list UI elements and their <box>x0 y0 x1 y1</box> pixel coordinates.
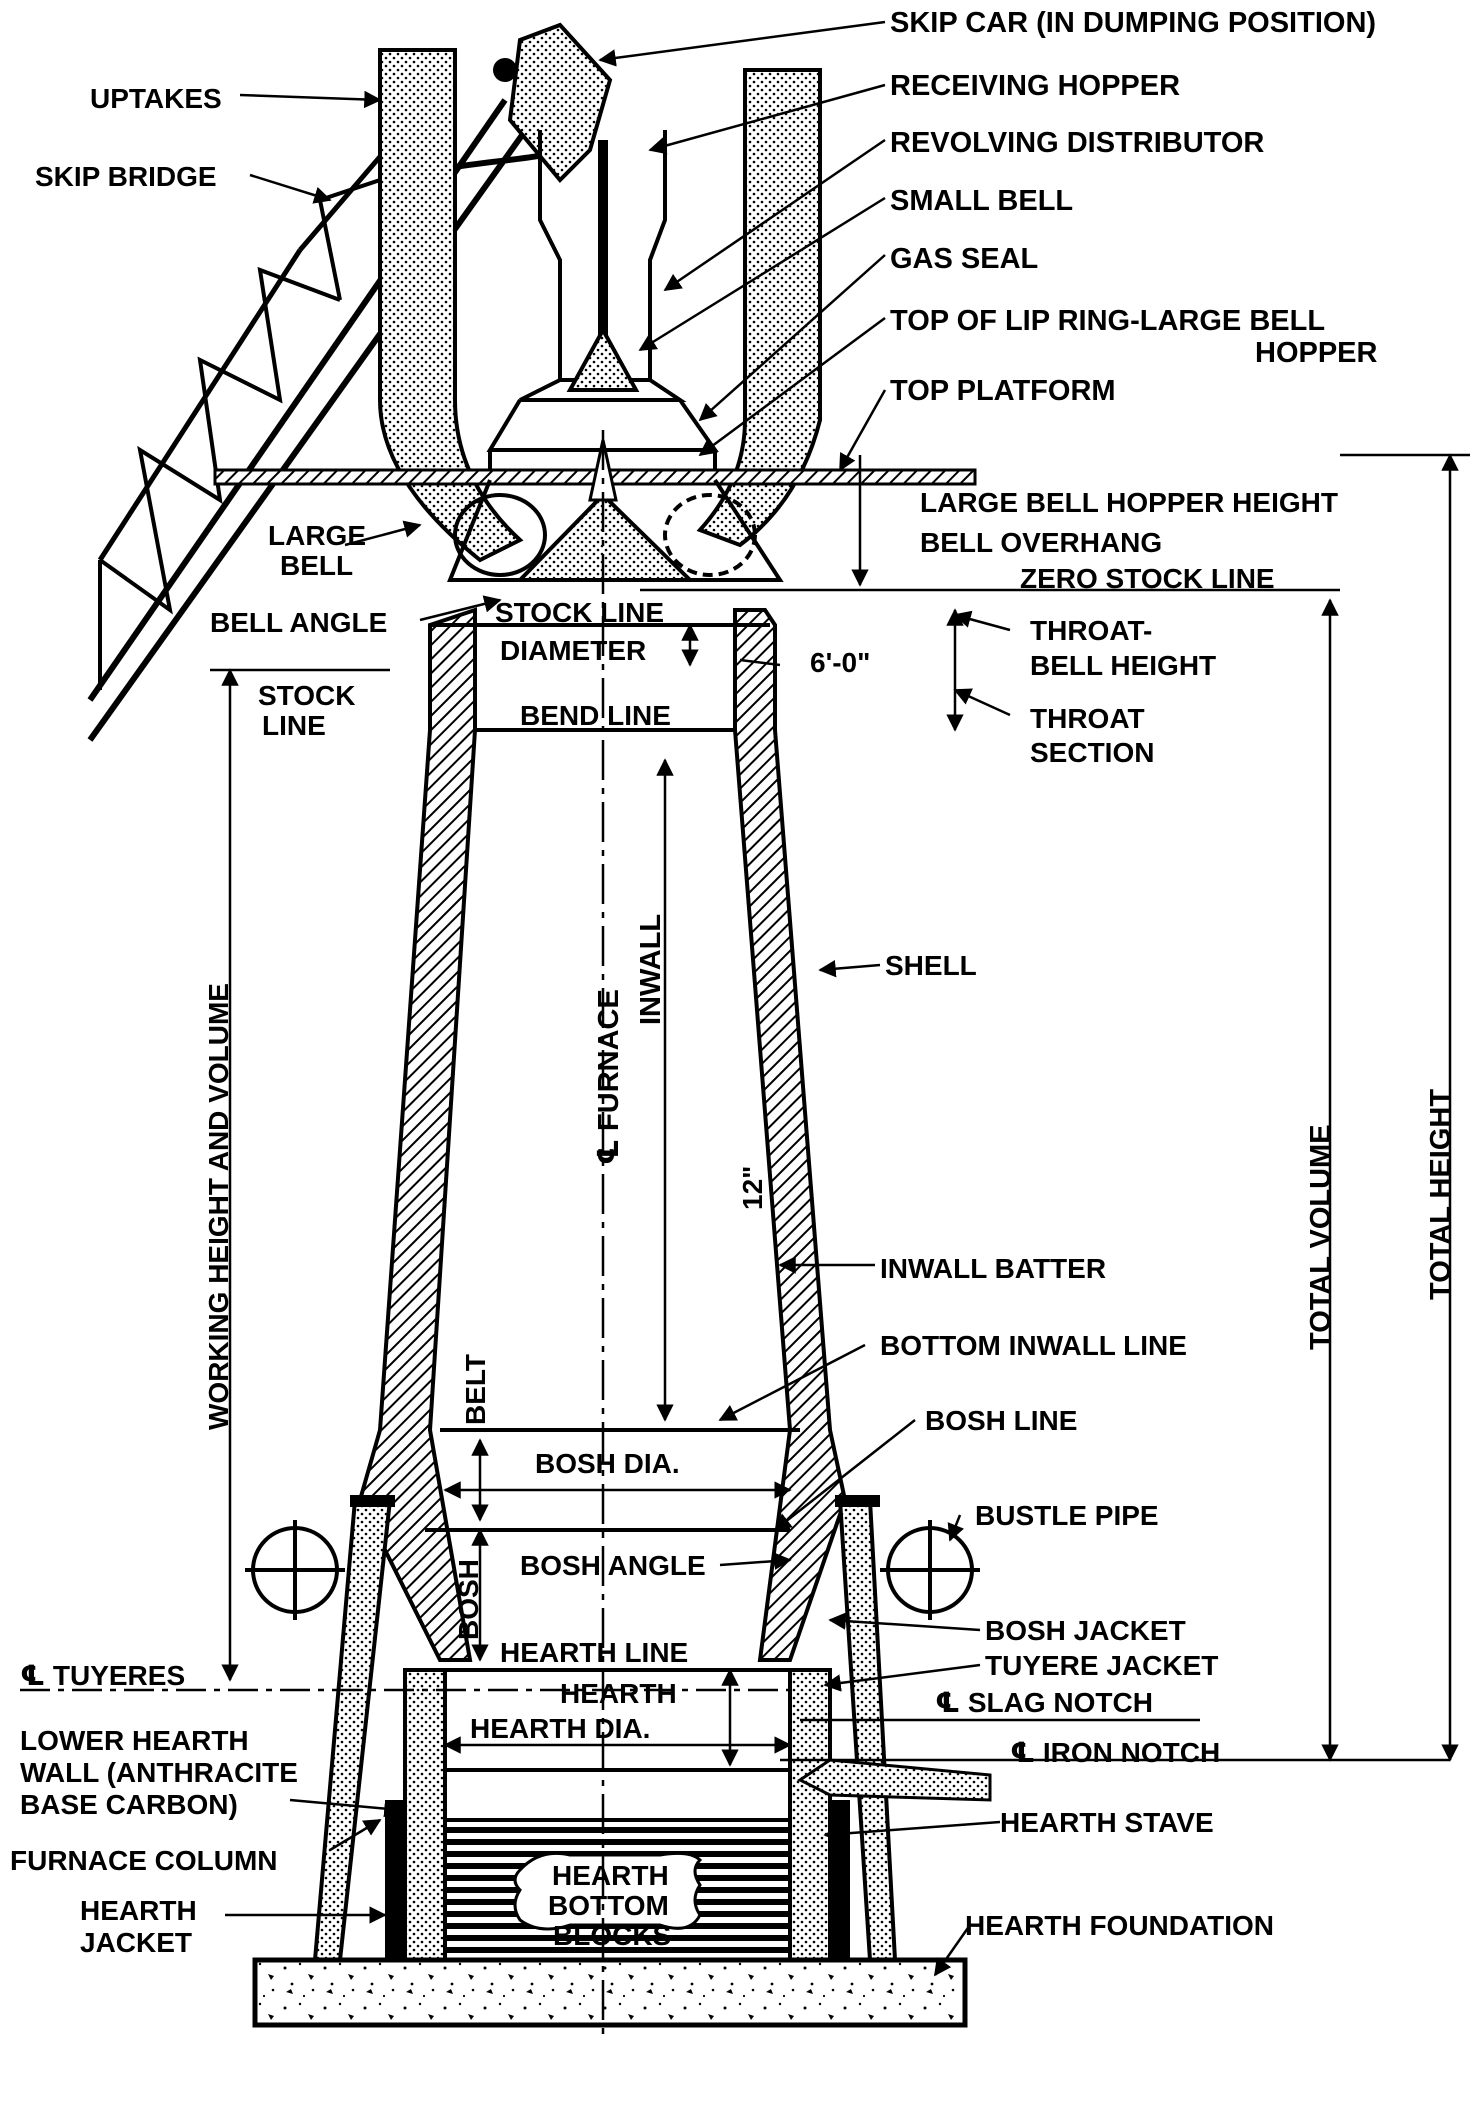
label-throat-section-1: THROAT <box>1030 703 1145 734</box>
label-large-bell-2: BELL <box>280 550 353 581</box>
furnace-wall-left <box>357 607 477 1662</box>
label-diameter: DIAMETER <box>500 635 646 666</box>
label-hearth-bottom-2: BOTTOM <box>548 1890 669 1921</box>
hearth-foundation <box>252 1957 968 2028</box>
label-large-bell-1: LARGE <box>268 520 366 551</box>
label-skip-car: SKIP CAR (IN DUMPING POSITION) <box>890 7 1376 39</box>
label-zero-stock-line: ZERO STOCK LINE <box>1020 563 1275 594</box>
uptake-right <box>696 68 822 548</box>
label-bosh-angle: BOSH ANGLE <box>520 1550 706 1581</box>
label-hearth-dia: HEARTH DIA. <box>470 1713 650 1744</box>
label-bustle-pipe: BUSTLE PIPE <box>975 1500 1159 1531</box>
dimension-lines <box>210 453 1470 1767</box>
label-bosh-jacket: BOSH JACKET <box>985 1615 1186 1646</box>
label-throat-bell-1: THROAT- <box>1030 615 1152 646</box>
skip-car-wheel <box>493 58 517 82</box>
label-total-volume: TOTAL VOLUME <box>1305 1124 1337 1350</box>
label-hearth-jacket-1: HEARTH <box>80 1895 197 1926</box>
label-bell-overhang: BELL OVERHANG <box>920 527 1162 558</box>
leader-lines <box>225 20 1011 1977</box>
label-inwall-batter: INWALL BATTER <box>880 1253 1106 1284</box>
label-hearth-bottom-1: HEARTH <box>552 1860 669 1891</box>
label-hearth-bottom-3: BLOCKS <box>553 1920 671 1951</box>
label-six-ft: 6'-0" <box>810 647 870 678</box>
label-bottom-inwall-line: BOTTOM INWALL LINE <box>880 1330 1187 1361</box>
label-hearth-stave: HEARTH STAVE <box>1000 1807 1214 1838</box>
label-bell-angle: BELL ANGLE <box>210 607 387 638</box>
bustle-pipes <box>245 1520 980 1620</box>
label-stock-line-left-2: LINE <box>262 710 326 741</box>
label-gas-seal: GAS SEAL <box>890 243 1038 275</box>
furnace-drawing <box>20 20 1470 2040</box>
skip-bridge <box>87 98 562 742</box>
label-bend-line: BEND LINE <box>520 700 671 731</box>
iron-notch-trough <box>797 1758 992 1802</box>
label-hearth-line: HEARTH LINE <box>500 1637 688 1668</box>
label-c-iron-notch: ℄ IRON NOTCH <box>1010 1737 1220 1768</box>
label-stock-line-top: STOCK LINE <box>495 597 664 628</box>
label-lower-hearth-3: BASE CARBON) <box>20 1789 238 1820</box>
label-total-height: TOTAL HEIGHT <box>1425 1089 1457 1300</box>
label-twelve-in: 12" <box>737 1166 768 1210</box>
label-bosh-dia: BOSH DIA. <box>535 1448 680 1479</box>
uptake-left <box>378 48 524 563</box>
label-lip-ring-2: HOPPER <box>1255 337 1378 369</box>
label-uptakes: UPTAKES <box>90 83 222 114</box>
skip-car <box>507 22 613 183</box>
label-lower-hearth-1: LOWER HEARTH <box>20 1725 249 1756</box>
label-skip-bridge: SKIP BRIDGE <box>35 161 217 192</box>
label-receiving-hopper: RECEIVING HOPPER <box>890 70 1180 102</box>
label-hearth: HEARTH <box>560 1678 677 1709</box>
label-belt: BELT <box>460 1354 491 1425</box>
labels: SKIP CAR (IN DUMPING POSITION) RECEIVING… <box>10 7 1457 1958</box>
label-shell: SHELL <box>885 950 977 981</box>
label-lower-hearth-2: WALL (ANTHRACITE <box>20 1757 298 1788</box>
label-tuyere-jacket: TUYERE JACKET <box>985 1650 1218 1681</box>
label-top-platform: TOP PLATFORM <box>890 375 1116 407</box>
label-hearth-jacket-2: JACKET <box>80 1927 192 1958</box>
label-revolving-distributor: REVOLVING DISTRIBUTOR <box>890 127 1264 159</box>
label-bosh: BOSH <box>453 1559 484 1640</box>
label-bosh-line: BOSH LINE <box>925 1405 1077 1436</box>
label-stock-line-left-1: STOCK <box>258 680 356 711</box>
label-c-tuyeres: ℄ TUYERES <box>20 1660 185 1691</box>
label-working-height: WORKING HEIGHT AND VOLUME <box>203 983 234 1430</box>
label-throat-bell-2: BELL HEIGHT <box>1030 650 1216 681</box>
label-small-bell: SMALL BELL <box>890 185 1073 217</box>
top-charging-equipment <box>486 130 719 482</box>
hearth-walls <box>385 1668 850 1962</box>
label-inwall: INWALL <box>635 914 667 1025</box>
label-hearth-foundation: HEARTH FOUNDATION <box>965 1910 1274 1941</box>
hearth-bottom-label-plate <box>513 1851 703 1931</box>
label-lip-ring-1: TOP OF LIP RING-LARGE BELL <box>890 305 1325 337</box>
label-furnace-column: FURNACE COLUMN <box>10 1845 278 1876</box>
label-c-furnace: ℄ FURNACE <box>593 989 625 1165</box>
label-throat-section-2: SECTION <box>1030 737 1154 768</box>
furnace-wall-right <box>733 608 848 1662</box>
label-large-bell-hopper-height: LARGE BELL HOPPER HEIGHT <box>920 487 1338 518</box>
label-c-slag-notch: ℄ SLAG NOTCH <box>935 1687 1153 1718</box>
